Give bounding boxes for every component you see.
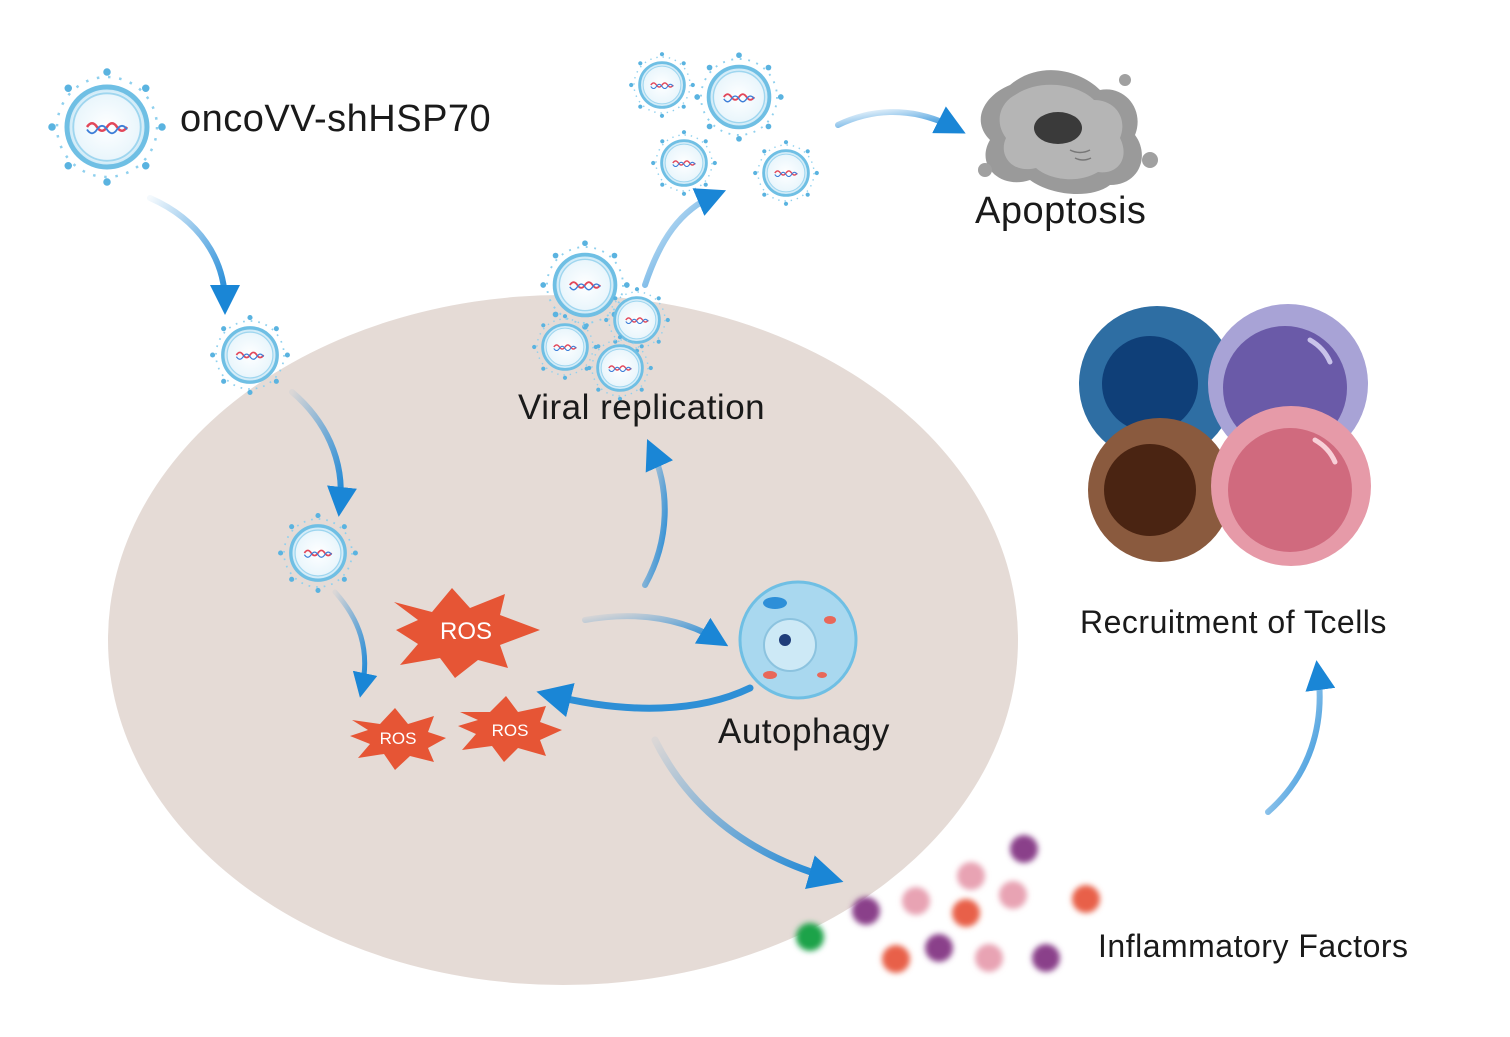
inflammatory-factors-icon	[796, 835, 1100, 973]
autophagy-cell-icon	[738, 580, 858, 700]
arrow-replication-release	[642, 188, 727, 288]
virus-icon-released	[649, 128, 719, 198]
tcell-recruitment-label: Recruitment of Tcells	[1080, 604, 1387, 640]
ros-burst-small: ROS	[350, 708, 446, 770]
ros-burst-small: ROS	[458, 696, 562, 762]
virus-icon-released	[751, 138, 821, 208]
arrow-virus-to-cell	[147, 195, 240, 315]
arrow-to-apoptosis	[835, 106, 966, 134]
ros-label: ROS	[492, 721, 529, 740]
arrow-entry	[289, 389, 357, 517]
arrow-ros-to-autophagy	[582, 613, 729, 647]
virus-label: oncoVV-shHSP70	[180, 98, 492, 140]
viral-replication-label: Viral replication	[518, 388, 766, 427]
arrow-to-inflammatory	[651, 736, 844, 890]
virus-icon-released	[692, 50, 786, 144]
virus-icon-replicating	[602, 285, 672, 355]
arrow-to-tcell-recruitment	[1265, 660, 1336, 815]
arrow-to-viral-replication	[642, 439, 674, 588]
virus-icon-legend	[48, 68, 166, 186]
virus-icon-inside	[276, 511, 360, 595]
virus-icon-entering	[208, 313, 292, 397]
ros-burst-large: ROS	[394, 588, 540, 678]
apoptotic-cell-icon	[978, 70, 1158, 195]
inflammatory-factors-label: Inflammatory Factors	[1098, 928, 1409, 964]
arrow-virus-to-ros	[332, 589, 378, 698]
virus-icon-released	[627, 50, 697, 120]
apoptosis-label: Apoptosis	[975, 190, 1147, 232]
autophagy-label: Autophagy	[718, 712, 890, 751]
arrows	[147, 106, 1336, 890]
ros-label: ROS	[380, 729, 417, 748]
virus-icon-replicating	[530, 312, 600, 382]
ros-label: ROS	[440, 618, 492, 645]
arrow-autophagy-to-ros	[536, 683, 754, 718]
tcell-cluster-icon	[1079, 304, 1371, 566]
